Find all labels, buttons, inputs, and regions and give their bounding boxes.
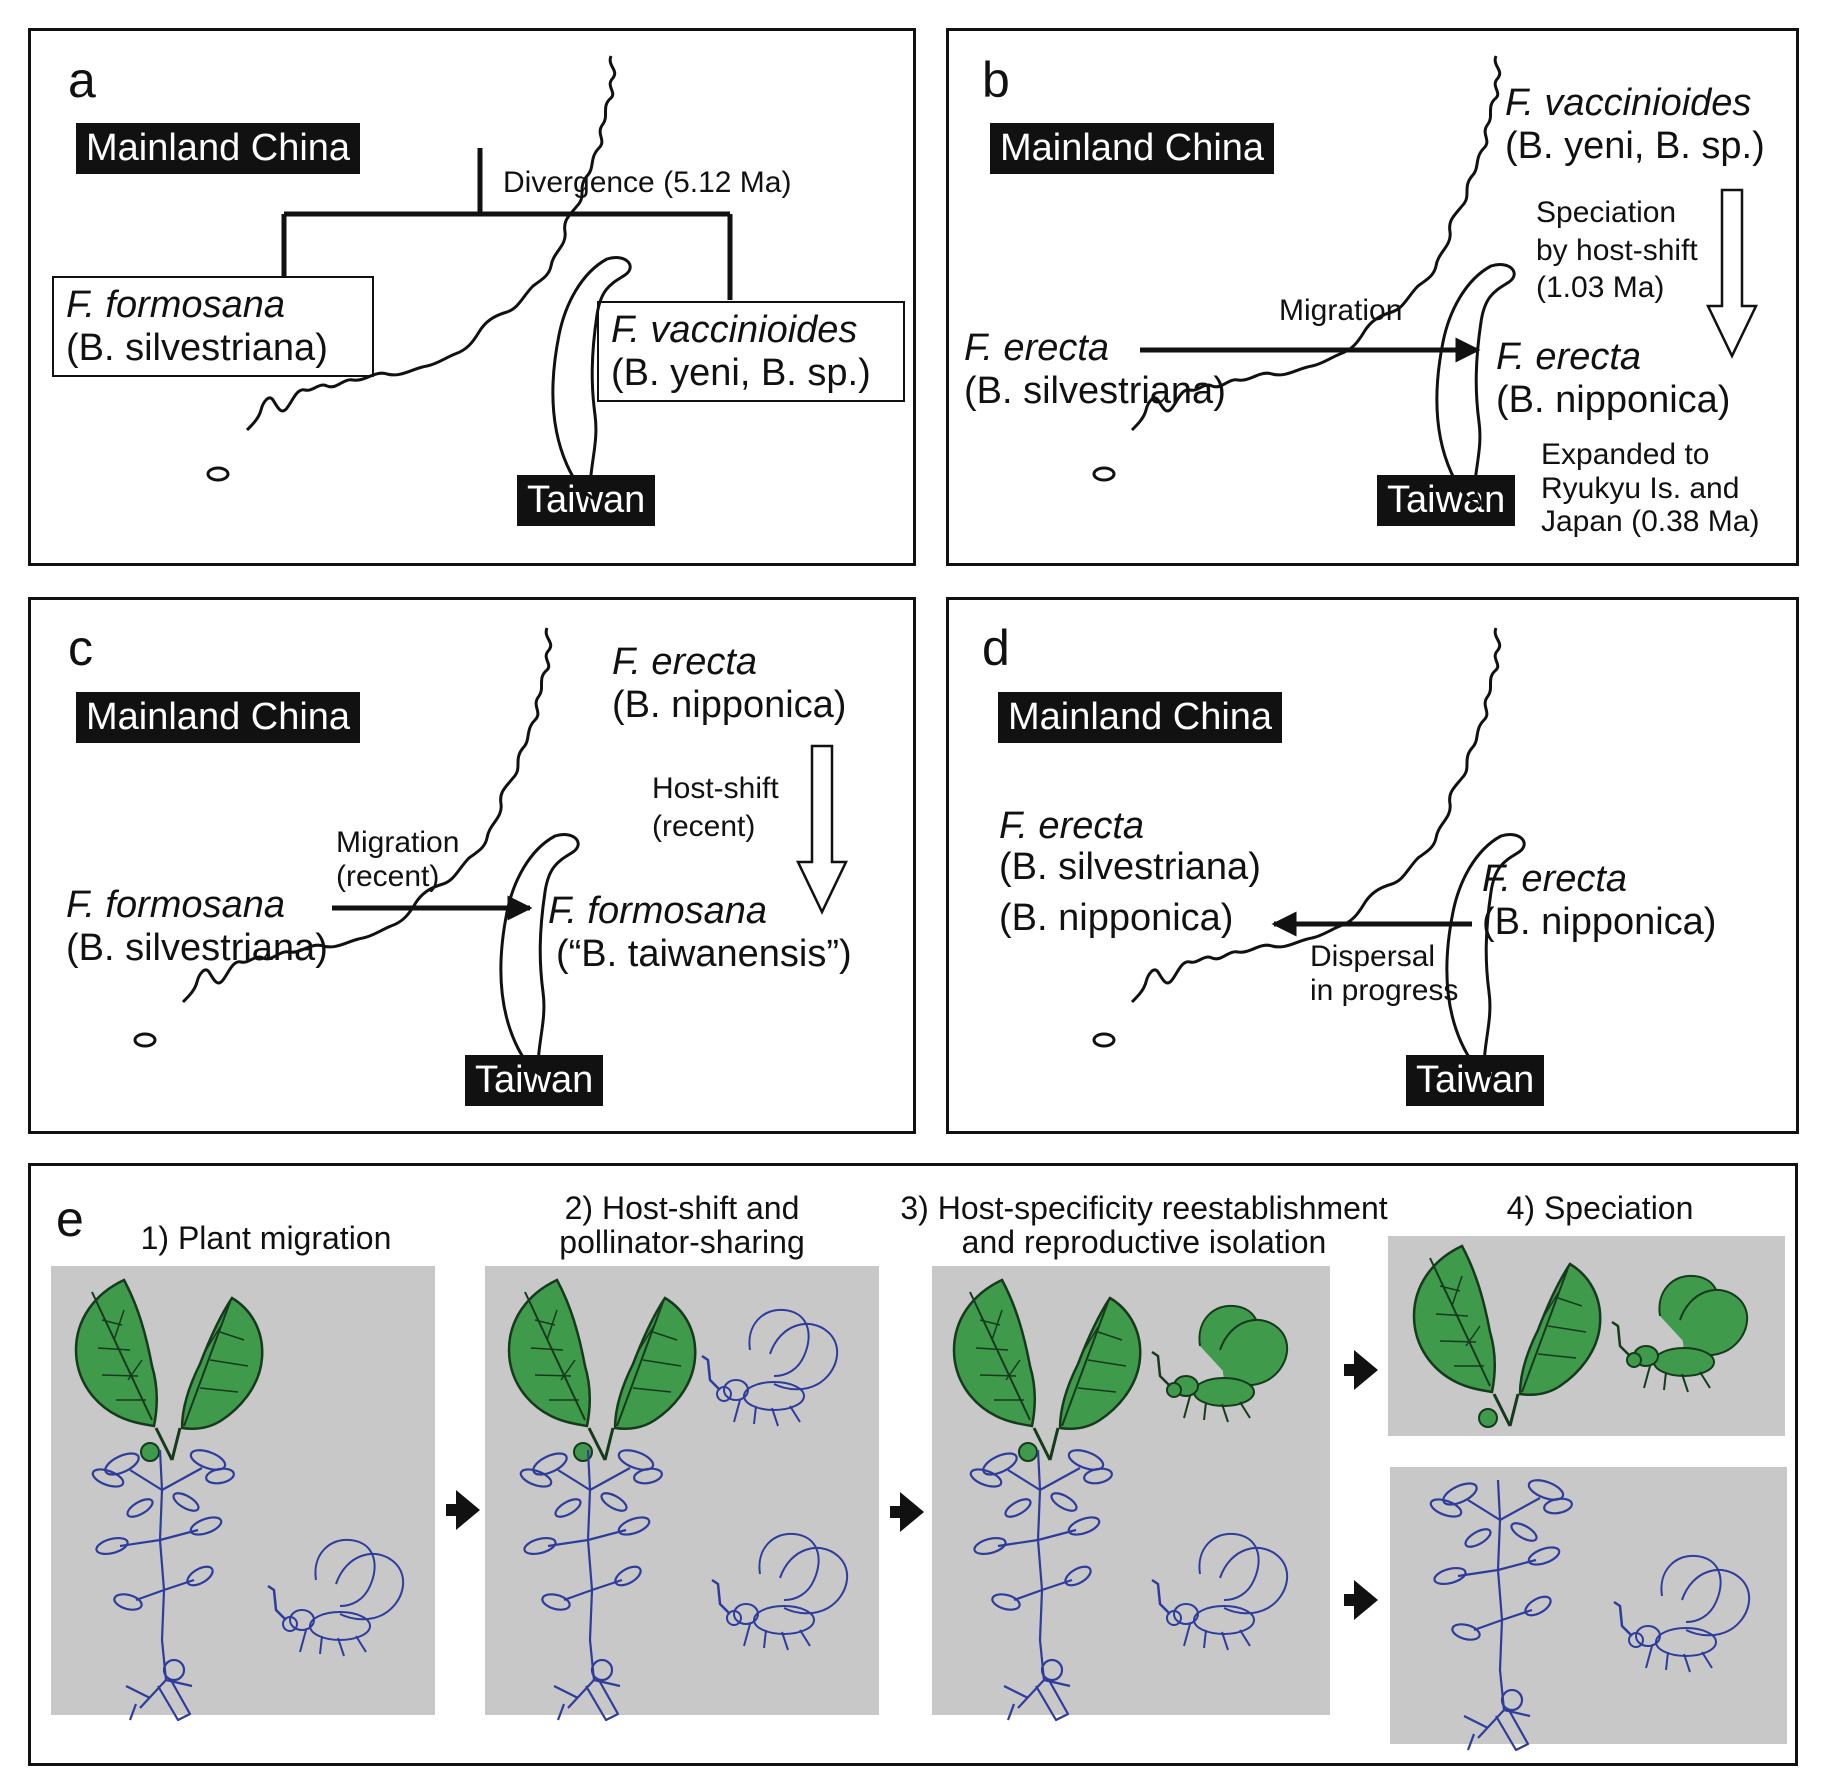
label-taiwan: Taiwan — [1377, 475, 1516, 526]
note-line: Ryukyu Is. and — [1541, 471, 1740, 505]
note-line: Dispersal — [1310, 940, 1436, 973]
note-line: Speciation — [1536, 196, 1677, 229]
speciation-note: Speciation by host-shift (1.03 Ma) — [1536, 194, 1698, 307]
stage-line: 1) Plant migration — [140, 1220, 392, 1256]
species-box-vaccinioides: F. vaccinioides (B. yeni, B. sp.) — [597, 301, 905, 403]
species-name: F. formosana — [66, 284, 285, 326]
label-mainland-china: Mainland China — [76, 123, 361, 174]
species-name: F. erecta — [1482, 858, 1628, 900]
pollinator-name: (B. nipponica) — [1482, 900, 1717, 943]
pollinator-name: (B. silvestriana) — [66, 326, 328, 369]
panel-letter-a: a — [68, 52, 96, 108]
species-name: F. formosana — [66, 884, 285, 926]
pollinator-name: (B. nipponica) — [999, 897, 1234, 940]
pollinator-name: (B. yeni, B. sp.) — [1505, 124, 1765, 167]
stage-line: 2) Host-shift and — [564, 1190, 800, 1226]
stage-line: and reproductive isolation — [961, 1223, 1327, 1260]
species-name: F. vaccinioides — [1505, 82, 1752, 124]
label-taiwan: Taiwan — [1406, 1055, 1545, 1106]
stage-1-title: 1) Plant migration — [116, 1220, 416, 1256]
species-name: F. vaccinioides — [611, 309, 858, 351]
expanded-note: Expanded to Ryukyu Is. and Japan (0.38 M… — [1541, 438, 1759, 539]
species-erecta-right: F. erecta (B. nipponica) — [1496, 336, 1730, 421]
species-erecta-left: F. erecta (B. silvestriana) — [964, 327, 1226, 412]
pollinator-name: (“B. taiwanensis”) — [556, 932, 852, 975]
stage-2-title: 2) Host-shift and pollinator-sharing — [532, 1190, 832, 1260]
pollinator-name: (B. silvestriana) — [999, 846, 1261, 889]
pollinator-name: (B. silvestriana) — [66, 926, 328, 969]
species-name: F. formosana — [548, 890, 767, 932]
stage-line: pollinator-sharing — [559, 1223, 805, 1260]
migration-note: Migration (recent) — [336, 826, 459, 893]
stage-line: 3) Host-specificity reestablishment — [900, 1190, 1388, 1226]
panel-letter-d: d — [982, 620, 1010, 676]
species-name: F. erecta — [612, 641, 758, 683]
pollinator-name: (B. nipponica) — [612, 683, 847, 726]
species-name: F. erecta — [1496, 336, 1642, 378]
stage-1-box — [51, 1266, 435, 1715]
dispersal-note: Dispersal in progress — [1310, 940, 1458, 1007]
note-line: (1.03 Ma) — [1536, 271, 1665, 304]
species-erecta-left: F. erecta (B. silvestriana) (B. nipponic… — [999, 805, 1261, 940]
label-mainland-china: Mainland China — [998, 692, 1283, 743]
note-line: in progress — [1310, 973, 1459, 1007]
pollinator-name: (B. yeni, B. sp.) — [611, 351, 871, 394]
note-line: Japan (0.38 Ma) — [1541, 505, 1760, 539]
stage-3-box — [932, 1266, 1330, 1715]
note-line: Expanded to — [1541, 438, 1710, 471]
panel-letter-b: b — [982, 52, 1010, 108]
divergence-label: Divergence (5.12 Ma) — [503, 166, 792, 199]
label-mainland-china: Mainland China — [76, 692, 361, 743]
note-line: Host-shift — [652, 772, 779, 805]
species-formosana-left: F. formosana (B. silvestriana) — [66, 884, 328, 969]
species-erecta-right: F. erecta (B. nipponica) — [1482, 858, 1716, 943]
label-taiwan: Taiwan — [465, 1055, 604, 1106]
label-taiwan: Taiwan — [517, 475, 656, 526]
species-erecta-top: F. erecta (B. nipponica) — [612, 641, 846, 726]
note-line: (recent) — [336, 859, 440, 893]
panel-letter-e: e — [56, 1191, 84, 1247]
panel-letter-c: c — [68, 620, 93, 676]
species-vaccinioides: F. vaccinioides (B. yeni, B. sp.) — [1505, 82, 1765, 167]
stage-line: 4) Speciation — [1506, 1190, 1694, 1226]
hostshift-note: Host-shift (recent) — [652, 770, 779, 845]
stage-3-title: 3) Host-specificity reestablishment and … — [884, 1190, 1404, 1260]
stage-4-box-upper — [1388, 1236, 1785, 1436]
stage-4-title: 4) Speciation — [1450, 1190, 1750, 1226]
migration-label: Migration — [1279, 294, 1403, 327]
stage-2-box — [485, 1266, 879, 1715]
stage-4-box-lower — [1390, 1467, 1787, 1744]
species-formosana-right: F. formosana (“B. taiwanensis”) — [548, 890, 852, 975]
label-mainland-china: Mainland China — [990, 123, 1275, 174]
note-line: (recent) — [652, 809, 756, 843]
species-name: F. erecta — [964, 327, 1110, 369]
pollinator-name: (B. nipponica) — [1496, 378, 1731, 421]
note-line: by host-shift — [1536, 233, 1698, 267]
species-name: F. erecta — [999, 805, 1145, 847]
pollinator-name: (B. silvestriana) — [964, 369, 1226, 412]
species-box-formosana: F. formosana (B. silvestriana) — [52, 276, 374, 378]
note-line: Migration — [336, 826, 460, 859]
